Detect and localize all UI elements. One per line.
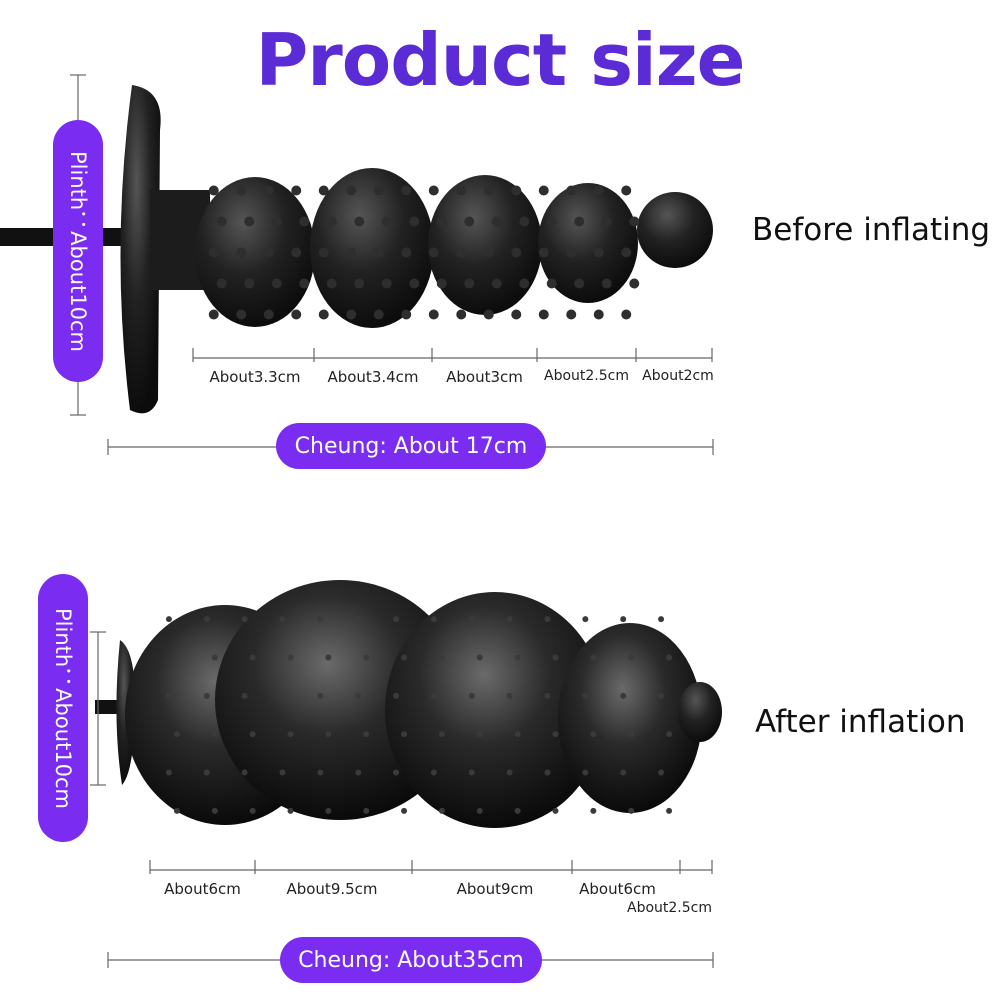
before-height-label: Plinth：About10cm [66,150,90,352]
after-height-pill: Plinth：About10cm [38,574,88,842]
page-title: Product size [255,18,746,102]
before-length-label: Cheung: About 17cm [294,433,528,459]
before-segment-1: About3.3cm [209,368,301,386]
after-segment-2: About9.5cm [286,880,378,898]
after-state-label: After inflation [755,704,966,740]
product-before [0,85,713,414]
before-segment-2: About3.4cm [327,368,419,386]
after-length-label: Cheung: About35cm [298,947,524,973]
after-segment-1: About6cm [164,880,241,898]
before-state-label: Before inflating [752,212,991,248]
before-segment-4: About2.5cm [544,368,629,384]
spikes-after [165,616,673,814]
before-height-pill: Plinth：About10cm [53,120,103,382]
after-length-pill: Cheung: About35cm [280,937,542,983]
after-segment-3: About9cm [456,880,534,898]
before-length-pill: Cheung: About 17cm [276,423,546,469]
product-after [95,580,722,828]
before-segment-3: About3cm [446,368,523,386]
spikes-before [208,185,640,320]
after-height-label: Plinth：About10cm [51,607,75,809]
after-segment-4: About6cm [579,880,656,898]
after-segment-5: About2.5cm [627,900,712,916]
before-segment-5: About2cm [642,368,714,384]
